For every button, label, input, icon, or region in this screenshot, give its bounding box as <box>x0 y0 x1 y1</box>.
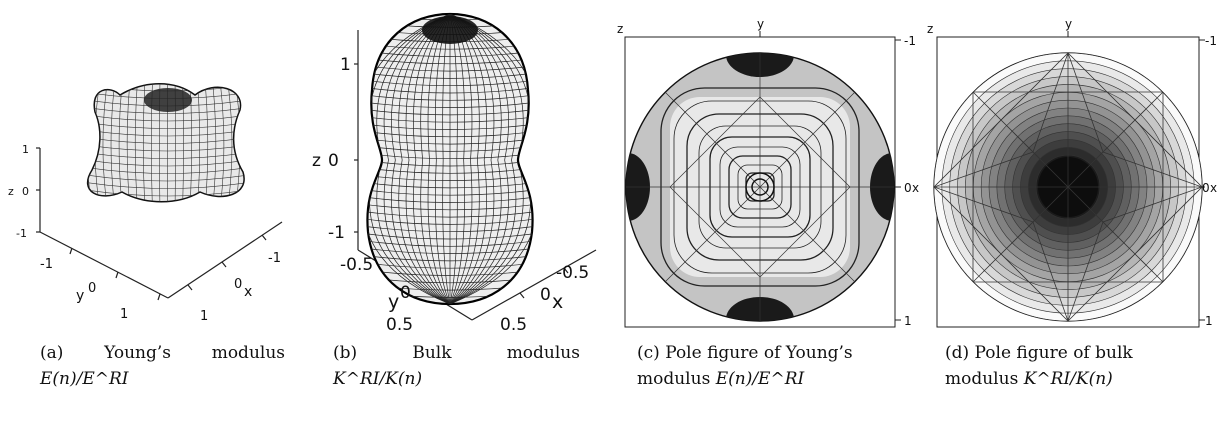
caption-c-math: E(n)/E^RI <box>715 369 805 389</box>
panel-d-right-tick-m1: -1 <box>1205 34 1217 48</box>
caption-a-word1: Young’s <box>104 343 171 363</box>
panel-c-right-tick-0: 0 <box>904 181 912 195</box>
panel-c-right-tick-m1: -1 <box>904 34 916 48</box>
panel-a-z-label: z <box>8 185 14 198</box>
panel-a-y-label: y <box>76 288 84 304</box>
panel-a-z-tick-m1: -1 <box>16 227 27 240</box>
panel-b-z-tick-m1: -1 <box>328 223 345 243</box>
panel-a-x-tick-m1: -1 <box>268 251 281 266</box>
panel-b-x-tick-0: 0 <box>540 285 551 305</box>
panel-a-y-tick-1: 1 <box>120 307 128 322</box>
caption-d-line1: (d) Pole figure of bulk <box>945 343 1133 363</box>
panel-b-x-label: x <box>552 291 563 313</box>
panel-a-plot: 1 z 0 -1 -1 y 0 1 -1 0 x 1 <box>8 83 283 324</box>
panel-b-x-tick-05: 0.5 <box>500 315 527 335</box>
caption-a-tag: (a) <box>40 343 64 363</box>
panel-d-right-tick-1: 1 <box>1205 314 1213 328</box>
caption-d-math: K^RI/K(n) <box>1023 369 1113 389</box>
caption-a: (a) Young’s modulus E(n)/E^RI <box>40 340 285 392</box>
panel-a-surface <box>86 83 245 203</box>
caption-a-math: E(n)/E^RI <box>40 369 129 389</box>
panel-b-z-tick-0: 0 <box>328 151 339 171</box>
panel-d-right-label: x <box>1210 181 1217 195</box>
panel-b-y-tick-0: 0 <box>400 283 411 303</box>
panel-a-z-tick-1: 1 <box>22 143 29 156</box>
panel-a-x-tick-0: 0 <box>234 277 242 292</box>
caption-d-line2-text: modulus <box>945 369 1024 389</box>
panel-a-y-tick-0: 0 <box>88 281 96 296</box>
panel-a: 1 z 0 -1 -1 y 0 1 -1 0 x 1 <box>0 0 290 330</box>
panel-c-right-tick-1: 1 <box>904 314 912 328</box>
caption-d: (d) Pole figure of bulk modulus K^RI/K(n… <box>945 340 1205 392</box>
caption-b-math: K^RI/K(n) <box>333 369 423 389</box>
panel-d-pole-figure <box>933 52 1203 322</box>
panel-b-y-tick-m05: -0.5 <box>340 255 373 275</box>
panel-a-z-tick-0: 0 <box>22 185 29 198</box>
panel-b-z-label: z <box>312 151 321 171</box>
panel-c-top-label: y <box>757 17 764 31</box>
panel-b-x-tick-m05: -0.5 <box>556 263 589 283</box>
panel-a-y-tick-m1: -1 <box>40 257 53 272</box>
panel-c-left-label: z <box>617 22 623 36</box>
panel-b-z-tick-1: 1 <box>340 55 351 75</box>
panel-d: y z -1 0 x 1 <box>925 0 1221 330</box>
panel-b: 1 z 0 -1 -0.5 y 0 0.5 -0.5 0 x 0.5 <box>300 0 600 335</box>
caption-c: (c) Pole figure of Young’s modulus E(n)/… <box>637 340 897 392</box>
caption-b-tag: (b) <box>333 343 358 363</box>
panel-b-y-label: y <box>388 291 399 313</box>
panel-c-pole-figure <box>625 52 895 322</box>
panel-c-right-label: x <box>912 181 919 195</box>
panel-a-x-tick-1: 1 <box>200 309 208 324</box>
panel-d-top-label: y <box>1065 17 1072 31</box>
panel-c: y z -1 0 x 1 <box>615 0 925 330</box>
caption-c-line2-text: modulus <box>637 369 716 389</box>
panel-c-right-ticks <box>759 31 901 321</box>
panel-d-plot: y z -1 0 x 1 <box>927 17 1217 328</box>
panel-d-left-label: z <box>927 22 933 36</box>
caption-b-word1: Bulk <box>412 343 452 363</box>
panel-c-plot: y z -1 0 x 1 <box>617 17 919 328</box>
caption-c-line1: (c) Pole figure of Young’s <box>637 343 853 363</box>
panel-b-y-tick-05: 0.5 <box>386 315 413 335</box>
panel-d-right-tick-0: 0 <box>1202 181 1210 195</box>
caption-b: (b) Bulk modulus K^RI/K(n) <box>333 340 580 392</box>
panel-a-x-label: x <box>244 284 252 300</box>
caption-b-word2: modulus <box>506 343 580 363</box>
panel-a-axes <box>36 147 283 301</box>
panel-b-surface <box>366 12 534 306</box>
panel-b-plot: 1 z 0 -1 -0.5 y 0 0.5 -0.5 0 x 0.5 <box>312 12 597 335</box>
caption-a-word2: modulus <box>211 343 285 363</box>
